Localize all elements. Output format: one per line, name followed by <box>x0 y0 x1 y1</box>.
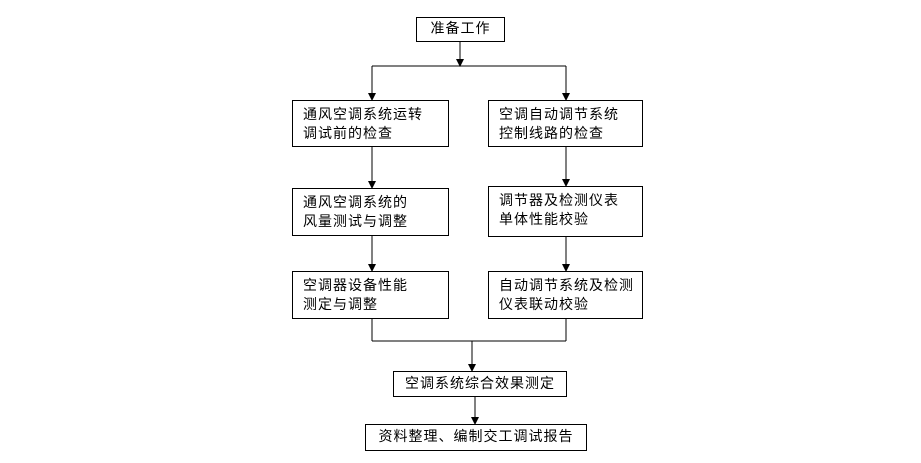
node-right2-line-1: 调节器及检测仪表 <box>499 193 619 209</box>
node-left1: 通风空调系统运转 调试前的检查 <box>292 100 449 147</box>
node-right1: 空调自动调节系统 控制线路的检查 <box>488 100 643 147</box>
node-left3-line-1: 空调器设备性能 <box>303 278 408 294</box>
node-right3-line-2: 仪表联动校验 <box>499 297 589 313</box>
node-right3-line-1: 自动调节系统及检测 <box>499 278 634 294</box>
node-start: 准备工作 <box>416 17 505 42</box>
node-left1-line-2: 调试前的检查 <box>303 126 393 142</box>
node-right1-line-1: 空调自动调节系统 <box>499 107 619 123</box>
node-left2: 通风空调系统的 风量测试与调整 <box>292 188 449 236</box>
node-right2-line-2: 单体性能校验 <box>499 212 589 228</box>
node-merge-line-1: 空调系统综合效果测定 <box>405 375 555 392</box>
node-start-line-1: 准备工作 <box>430 21 491 37</box>
node-final-line-1: 资料整理、编制交工调试报告 <box>378 429 574 445</box>
node-final: 资料整理、编制交工调试报告 <box>365 424 587 451</box>
node-right3: 自动调节系统及检测 仪表联动校验 <box>488 271 643 319</box>
node-left2-line-1: 通风空调系统的 <box>303 195 408 211</box>
node-left2-line-2: 风量测试与调整 <box>303 214 408 230</box>
node-left3-line-2: 测定与调整 <box>303 297 378 313</box>
node-merge: 空调系统综合效果测定 <box>393 371 567 397</box>
node-left3: 空调器设备性能 测定与调整 <box>292 271 449 319</box>
node-left1-line-1: 通风空调系统运转 <box>303 107 423 123</box>
node-right2: 调节器及检测仪表 单体性能校验 <box>488 186 643 237</box>
node-right1-line-2: 控制线路的检查 <box>499 126 604 142</box>
